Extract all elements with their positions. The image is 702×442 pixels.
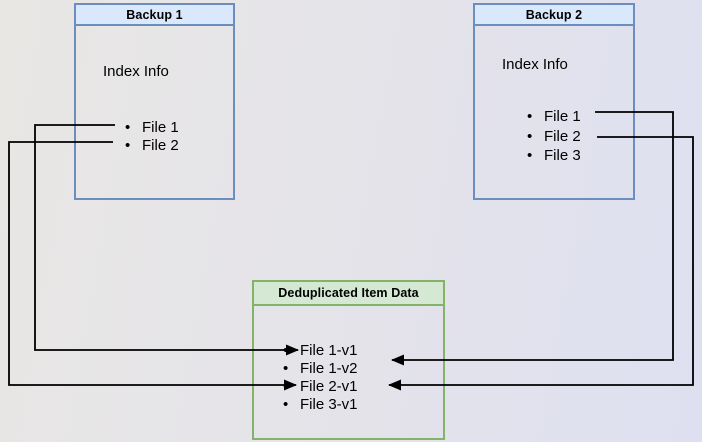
- backup2-box: Backup 2 Index Info File 1 File 2 File 3: [473, 3, 635, 200]
- file-list-item: File 1-v2: [283, 360, 358, 378]
- backup1-title: Backup 1: [76, 5, 233, 26]
- file-list-item: File 3: [527, 146, 581, 166]
- deduplicated-item-data-box: Deduplicated Item Data File 1-v1 File 1-…: [252, 280, 445, 440]
- backup2-index-info-label: Index Info: [502, 56, 568, 73]
- backup1-box: Backup 1 Index Info File 1 File 2: [74, 3, 235, 200]
- file-list-item: File 3-v1: [283, 396, 358, 414]
- file-list-item: File 1: [527, 107, 581, 127]
- backup1-file-list: File 1 File 2: [125, 119, 179, 155]
- file-list-item: File 2: [125, 137, 179, 155]
- file-list-item: File 2-v1: [283, 378, 358, 396]
- dedup-item-list: File 1-v1 File 1-v2 File 2-v1 File 3-v1: [283, 342, 358, 414]
- backup2-title: Backup 2: [475, 5, 633, 26]
- dedup-title: Deduplicated Item Data: [254, 282, 443, 306]
- file-list-item: File 1: [125, 119, 179, 137]
- backup2-file-list: File 1 File 2 File 3: [527, 107, 581, 166]
- backup1-index-info-label: Index Info: [103, 63, 169, 80]
- file-list-item: File 2: [527, 127, 581, 147]
- file-list-item: File 1-v1: [283, 342, 358, 360]
